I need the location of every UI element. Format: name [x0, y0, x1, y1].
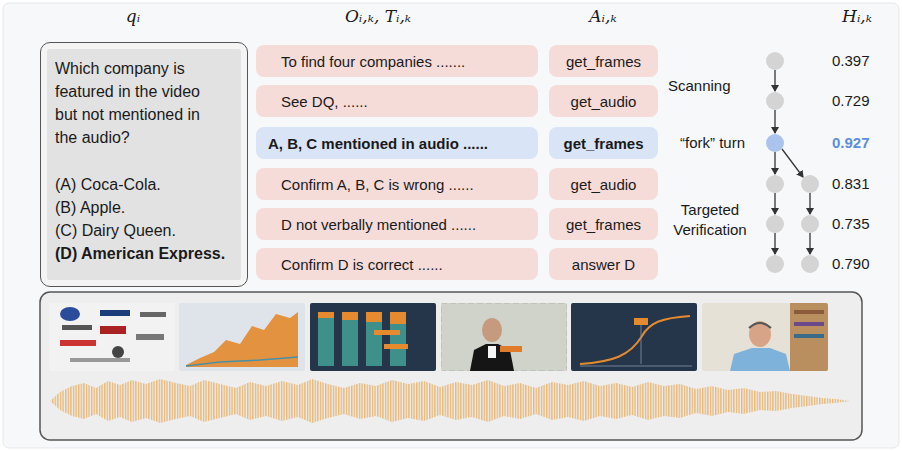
answer-option: (C) Dairy Queen. [55, 219, 237, 242]
reasoning-tree [766, 52, 819, 273]
action-box: get_frames [549, 45, 658, 77]
thought-text: A, B, C mentioned in audio ...... [268, 135, 488, 152]
phase-label: Targeted Verification [662, 200, 758, 240]
entropy-value: 0.831 [832, 174, 888, 194]
audio-waveform [50, 379, 850, 423]
thought-box: Confirm A, B, C is wrong ...... [256, 168, 538, 200]
action-box: get_frames [549, 127, 658, 159]
action-box: get_audio [549, 85, 658, 117]
thought-box: See DQ, ...... [256, 85, 538, 117]
entropy-value: 0.729 [832, 91, 888, 111]
thought-text: Confirm A, B, C is wrong ...... [281, 176, 474, 193]
action-text: get_frames [566, 53, 641, 70]
column-header: Aᵢ,ₖ [563, 6, 643, 26]
thought-text: D not verbally mentioned ...... [281, 216, 476, 233]
video-frame [310, 303, 436, 371]
video-frame [571, 303, 697, 371]
thought-text: See DQ, ...... [281, 93, 368, 110]
video-frame [49, 303, 175, 371]
video-frame [179, 303, 305, 371]
thought-box: A, B, C mentioned in audio ...... [256, 127, 538, 159]
action-text: answer D [572, 256, 635, 273]
action-text: get_frames [563, 135, 643, 152]
entropy-value: 0.397 [832, 51, 888, 71]
thought-box: D not verbally mentioned ...... [256, 208, 538, 240]
entropy-value: 0.735 [832, 214, 888, 234]
answer-option: (A) Coca-Cola. [55, 173, 237, 196]
thought-text: To find four companies ....... [281, 53, 465, 70]
action-box: answer D [549, 248, 658, 280]
video-frame [702, 303, 828, 371]
thought-text: Confirm D is correct ...... [281, 256, 443, 273]
thought-box: Confirm D is correct ...... [256, 248, 538, 280]
figure-ground [3, 3, 899, 448]
phase-label: “fork” turn [680, 133, 764, 153]
thought-box: To find four companies ....... [256, 45, 538, 77]
answer-option: (B) Apple. [55, 196, 237, 219]
column-header: Hᵢ,ₖ [822, 6, 892, 26]
answer-option: (D) American Express. [55, 242, 237, 265]
question-inner: Which company is featured in the video b… [47, 49, 241, 280]
column-header: qᵢ [93, 6, 173, 26]
action-box: get_audio [549, 168, 658, 200]
column-header: Oᵢ,ₖ, Tᵢ,ₖ [318, 6, 438, 26]
video-frame [441, 303, 567, 371]
action-box: get_frames [549, 208, 658, 240]
video-panel [40, 292, 862, 440]
question-box: Which company is featured in the video b… [40, 42, 248, 287]
question-text: Which company is featured in the video b… [55, 57, 215, 149]
action-text: get_audio [571, 93, 637, 110]
entropy-value: 0.790 [832, 254, 888, 274]
phase-label: Scanning [668, 76, 758, 96]
entropy-value: 0.927 [832, 133, 888, 153]
action-text: get_frames [566, 216, 641, 233]
action-text: get_audio [571, 176, 637, 193]
